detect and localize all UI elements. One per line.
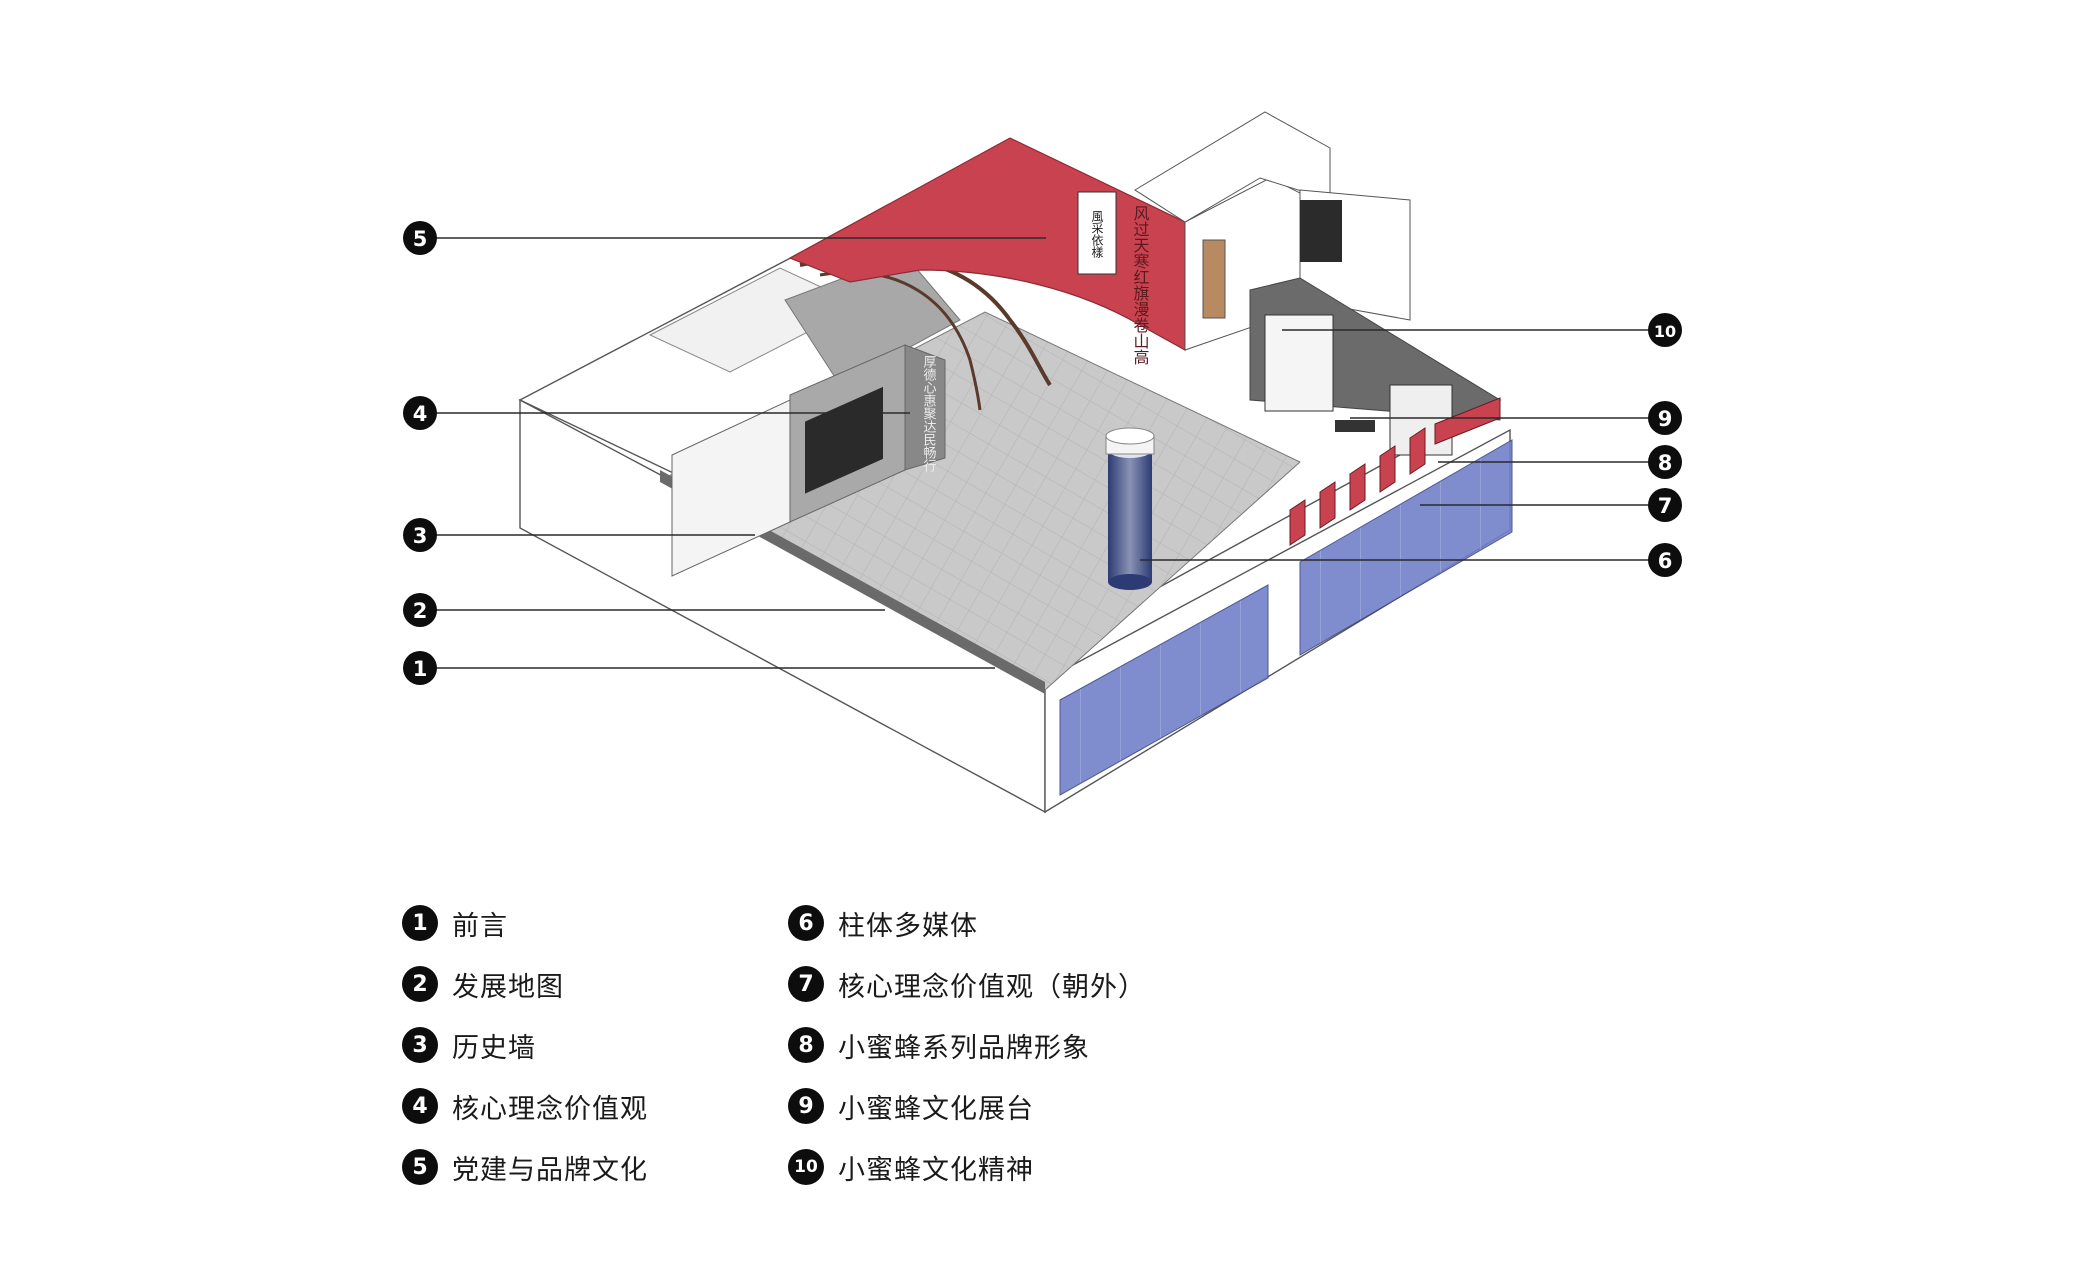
multimedia-column bbox=[1105, 427, 1155, 590]
callout-3-label: 3 bbox=[413, 524, 428, 548]
red-wall-scroll-panel bbox=[1077, 191, 1117, 275]
front-glass-wall bbox=[1059, 584, 1269, 796]
callout-6-label: 6 bbox=[1658, 549, 1673, 573]
red-wall-calligraphy: 风过天寒红旗漫卷山高 bbox=[1131, 205, 1150, 365]
grey-wall-text: 厚德心惠聚达民畅行 bbox=[921, 355, 937, 473]
brand-image-posts bbox=[1289, 397, 1501, 546]
callout-10-label: 10 bbox=[1654, 322, 1676, 341]
callout-9-label: 9 bbox=[1658, 407, 1673, 431]
red-wall-scroll-text: 風采依樣 bbox=[1090, 210, 1104, 258]
callout-7-label: 7 bbox=[1658, 494, 1673, 518]
callout-2-label: 2 bbox=[413, 599, 428, 623]
glass-values-wall bbox=[1299, 439, 1513, 656]
callout-8-label: 8 bbox=[1658, 451, 1673, 475]
callout-1-label: 1 bbox=[413, 657, 428, 681]
grey-values-wall-side bbox=[904, 344, 946, 471]
callout-badges: 5 4 3 2 1 10 9 8 7 6 bbox=[403, 221, 1682, 685]
culture-panel-left bbox=[1264, 314, 1334, 412]
wooden-door bbox=[1202, 239, 1226, 319]
isometric-model: 風采依樣 风过天寒红旗漫卷山高 厚德心惠聚达民畅行 bbox=[518, 111, 1513, 814]
callout-5-label: 5 bbox=[413, 227, 428, 251]
callout-4-label: 4 bbox=[413, 402, 428, 426]
callout-lines bbox=[420, 237, 1648, 669]
display-stand bbox=[1335, 420, 1375, 432]
doorway-opening bbox=[1300, 200, 1342, 262]
red-culture-wall bbox=[788, 137, 1186, 352]
